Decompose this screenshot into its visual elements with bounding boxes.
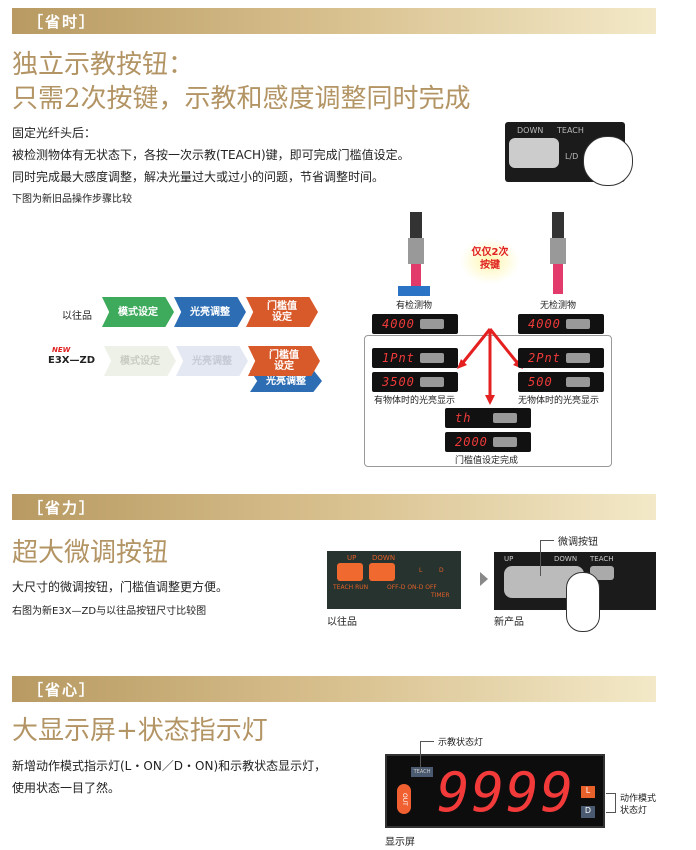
mode-status-callout: 动作模式 状态灯 xyxy=(620,794,657,816)
body-text: 被检测物体有无状态下，各按一次示教(TEACH)键，即可完成门槛值设定。 xyxy=(12,148,410,162)
two-press-badge: 仅仅2次 按键 xyxy=(460,238,520,284)
callout-line xyxy=(420,741,421,771)
step-threshold-setting-new: 门槛值 设定 xyxy=(248,346,320,376)
section-title-line1: 独立示教按钮： xyxy=(12,50,195,80)
display-point2: 2Pnt xyxy=(518,348,604,368)
finger-icon xyxy=(566,572,600,632)
caption-without-object: 无物体时的光亮显示 xyxy=(518,396,600,406)
display-caption: 显示屏 xyxy=(385,837,415,848)
display-threshold-done: 2000 xyxy=(445,432,531,452)
callout-bracket xyxy=(606,793,616,813)
new-badge: NEW xyxy=(52,346,71,354)
section-header-save-time: ［省时］ xyxy=(12,8,656,34)
display-value-without: 500 xyxy=(518,372,604,392)
fiber-cable xyxy=(410,212,422,240)
old-product-label: 以往品 xyxy=(62,311,92,322)
callout-line xyxy=(540,540,554,541)
caption-with-object: 有物体时的光亮显示 xyxy=(374,396,456,406)
fine-adjust-callout: 微调按钮 xyxy=(558,537,598,548)
fiber-head xyxy=(408,238,424,264)
body-text: 使用状态一目了然。 xyxy=(12,781,121,795)
note-text: 下图为新旧品操作步骤比较 xyxy=(12,194,132,205)
arrow-right-icon xyxy=(480,572,488,586)
step-light-adjust: 光亮调整 xyxy=(174,297,246,327)
d-indicator: D xyxy=(581,806,595,818)
section-title-line2: 只需2次按键，示教和感度调整同时完成 xyxy=(12,84,471,114)
target-object xyxy=(398,286,430,296)
old-buttons-photo: UP DOWN TEACH RUN OFF-D ON-D OFF TIMER L… xyxy=(327,551,461,609)
out-indicator: OUT xyxy=(397,784,411,814)
teach-status-callout: 示教状态灯 xyxy=(438,738,484,748)
step-threshold-setting: 门槛值 设定 xyxy=(246,297,318,327)
teach-label: TEACH xyxy=(557,126,584,135)
new-product-caption: 新产品 xyxy=(494,617,524,628)
new-product-label: E3X—ZD xyxy=(48,355,96,366)
device-teach-photo: DOWN TEACH L/D xyxy=(505,122,633,186)
fiber-cable xyxy=(552,212,564,240)
without-object-label: 无检测物 xyxy=(540,301,577,311)
display-threshold: th xyxy=(445,408,531,428)
callout-line xyxy=(540,540,541,576)
l-indicator: L xyxy=(581,786,595,798)
body-text: 大尺寸的微调按钮，门槛值调整更方便。 xyxy=(12,580,229,594)
note-text: 右图为新E3X—ZD与以往品按钮尺寸比较图 xyxy=(12,606,207,617)
section-header-peace-of-mind: ［省心］ xyxy=(12,676,656,702)
finger-icon xyxy=(583,136,633,186)
body-text: 新增动作模式指示灯(L・ON／D・ON)和示教状态显示灯， xyxy=(12,759,327,773)
fiber-head xyxy=(550,238,566,264)
red-arrows-icon xyxy=(457,328,523,405)
down-label: DOWN xyxy=(517,126,544,135)
body-text: 固定光纤头后： xyxy=(12,126,97,140)
step-mode-setting: 模式设定 xyxy=(102,297,174,327)
display-panel-photo: TEACH OUT 9999 L D xyxy=(385,754,605,828)
section-title: 大显示屏+状态指示灯 xyxy=(12,716,268,746)
callout-line xyxy=(420,741,434,742)
section-header-save-effort: ［省力］ xyxy=(12,494,656,520)
display-start-without: 4000 xyxy=(518,314,604,334)
display-value-with: 3500 xyxy=(372,372,458,392)
display-point1: 1Pnt xyxy=(372,348,458,368)
light-beam xyxy=(411,264,421,286)
section-title: 超大微调按钮 xyxy=(12,538,169,568)
adjust-button xyxy=(509,138,559,168)
step-light-adjust-skipped: 光亮调整 xyxy=(176,346,248,376)
with-object-label: 有检测物 xyxy=(396,301,433,311)
result-frame xyxy=(364,335,612,467)
caption-threshold-done: 门槛值设定完成 xyxy=(455,456,519,466)
light-beam xyxy=(553,264,563,294)
old-product-caption: 以往品 xyxy=(327,617,357,628)
new-buttons-photo: UP DOWN TEACH xyxy=(494,552,656,632)
ld-label: L/D xyxy=(565,152,579,161)
seven-segment-digits: 9999 xyxy=(437,761,576,824)
display-start-with: 4000 xyxy=(372,314,458,334)
step-mode-setting-skipped: 模式设定 xyxy=(104,346,176,376)
body-text: 同时完成最大感度调整，解决光量过大或过小的问题，节省调整时间。 xyxy=(12,170,385,184)
teach-indicator: TEACH xyxy=(411,767,433,777)
